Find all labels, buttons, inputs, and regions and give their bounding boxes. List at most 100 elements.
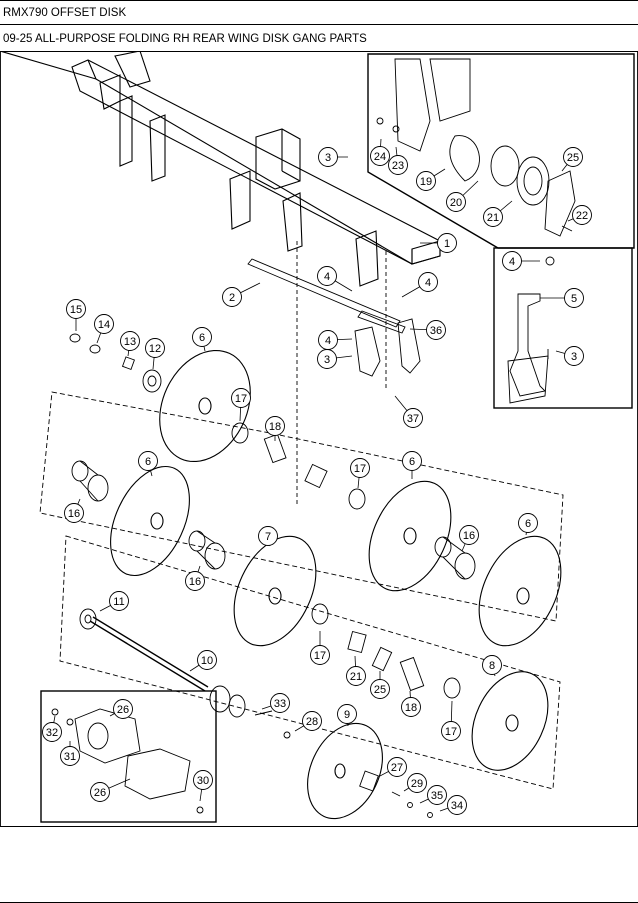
callout-circle [302,711,322,731]
callout-circle [66,299,86,319]
callout-17: 17 [310,631,330,665]
disk-blades [110,349,562,820]
callout-label: 12 [149,343,161,355]
callout-circle [502,251,522,271]
callout-label: 34 [451,800,463,812]
callout-17: 17 [350,458,370,489]
callout-circle [145,338,165,358]
callout-label: 5 [571,293,577,305]
callout-circle [120,331,140,351]
parts-diagram: 1233344445666678910111213141516161617171… [0,51,638,826]
callout-label: 6 [409,456,415,468]
callout-circle [446,192,466,212]
callout-label: 4 [425,277,431,289]
callout-circle [564,288,584,308]
callout-label: 30 [197,775,209,787]
callout-circle [318,330,338,350]
callout-16: 16 [459,525,479,552]
callout-circle [370,146,390,166]
callout-label: 3 [324,354,330,366]
bearing-assembly [376,58,576,237]
callout-10: 10 [189,650,217,672]
callout-31: 31 [60,741,80,766]
callout-18: 18 [265,416,285,441]
callout-label: 29 [411,778,423,790]
callout-label: 17 [314,650,326,662]
callout-label: 16 [463,530,475,542]
callout-circle [109,591,129,611]
callout-circle [427,785,447,805]
callout-label: 17 [235,393,247,405]
callout-circle [416,171,436,191]
callout-6: 6 [402,451,422,479]
callout-4: 4 [502,251,540,271]
callout-label: 1 [444,238,450,250]
spools [71,422,476,699]
callout-label: 33 [274,698,286,710]
callout-circle [94,314,114,334]
callout-circle [370,679,390,699]
callout-circle [317,266,337,286]
callout-circle [265,416,285,436]
callout-label: 7 [265,531,271,543]
callout-label: 6 [145,456,151,468]
callout-3: 3 [555,346,584,366]
footer-panel [0,826,638,903]
callout-circle [401,697,421,717]
callout-circle [459,525,479,545]
callout-4: 4 [401,272,438,298]
callout-circle [231,388,251,408]
callout-label: 27 [391,762,403,774]
callout-label: 28 [306,716,318,728]
callout-circle [483,207,503,227]
callout-6: 6 [192,327,212,352]
callout-25: 25 [370,671,390,699]
callout-14: 14 [94,314,114,344]
callout-23: 23 [388,146,408,175]
callout-circle [572,205,592,225]
callout-label: 21 [487,212,499,224]
callout-label: 2 [229,292,235,304]
callout-label: 23 [392,160,404,172]
callout-circle [193,770,213,790]
callout-22: 22 [567,205,592,225]
callout-29: 29 [403,773,427,793]
callout-label: 25 [374,684,386,696]
clamp-plate [357,310,406,334]
callout-circle [310,645,330,665]
callout-circle [64,503,84,523]
callout-circle [418,272,438,292]
callout-circle [258,526,278,546]
callout-circle [222,287,242,307]
callout-19: 19 [416,168,446,191]
callout-21: 21 [483,200,513,227]
callout-label: 36 [430,325,442,337]
callout-circle [346,666,366,686]
callout-label: 3 [571,351,577,363]
callout-26: 26 [109,699,133,719]
callout-16: 16 [64,498,84,523]
callout-label: 26 [117,704,129,716]
callout-circle [113,699,133,719]
callout-circle [192,327,212,347]
callout-circle [388,155,408,175]
callout-4: 4 [318,330,353,350]
callout-circle [563,147,583,167]
callout-25: 25 [561,147,583,172]
callout-label: 35 [431,790,443,802]
callout-5: 5 [540,288,584,308]
callout-label: 14 [98,319,110,331]
callout-circle [402,451,422,471]
callout-circle [185,571,205,591]
callout-label: 31 [64,751,76,763]
callout-label: 17 [354,463,366,475]
callout-circle [60,746,80,766]
callout-24: 24 [370,138,390,166]
callout-label: 4 [509,256,515,268]
callout-label: 37 [407,413,419,425]
callout-15: 15 [66,299,86,331]
callout-label: 6 [199,332,205,344]
callout-circle [350,458,370,478]
callout-circle [482,655,502,675]
page-title: RMX790 OFFSET DISK [0,0,638,25]
